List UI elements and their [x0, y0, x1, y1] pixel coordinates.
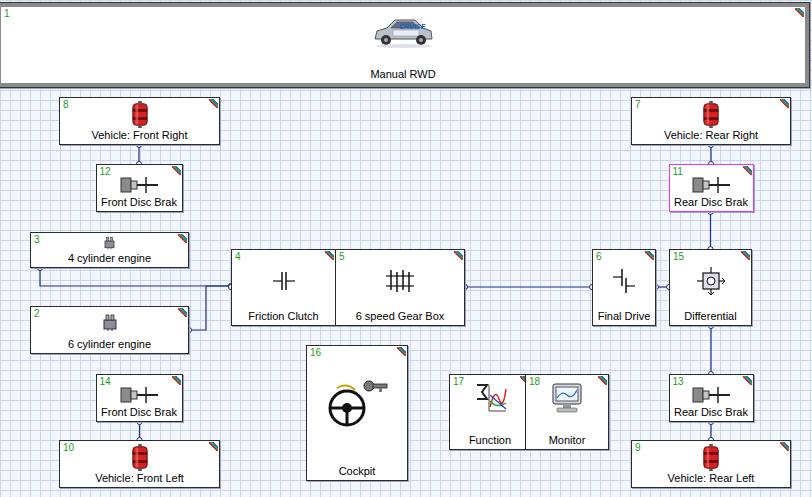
component-label: Differential	[670, 310, 751, 325]
callout-number: 9	[632, 441, 644, 453]
callout-number: 15	[670, 250, 687, 262]
model-frame: 1Manual RWD	[0, 2, 810, 88]
component-box: 4Friction Clutch	[231, 249, 336, 326]
callout-number: 7	[632, 98, 644, 110]
callout-number: 18	[526, 375, 543, 387]
car-icon	[371, 13, 435, 49]
eng-icon	[102, 235, 117, 250]
component-box: 2 6 cylinder engine	[30, 306, 189, 354]
tire-icon	[702, 101, 720, 128]
component-label: Front Disc Brak	[97, 406, 182, 421]
shaft-connector	[40, 268, 231, 286]
component-box: 5 6 speed Gear Box	[335, 249, 465, 326]
callout-number: 2	[31, 307, 43, 319]
component-label: Cockpit	[307, 465, 407, 480]
component-label: 6 cylinder engine	[31, 338, 188, 353]
component-label: Final Drive	[593, 310, 655, 325]
callout-number: 1	[1, 7, 13, 19]
callout-number: 11	[670, 165, 686, 177]
callout-number: 14	[97, 375, 114, 387]
brake-icon	[119, 174, 159, 196]
fd-icon	[610, 266, 638, 296]
component-label: Rear Disc Brak	[670, 406, 753, 421]
tire-icon	[131, 101, 149, 128]
callout-number: 3	[31, 233, 43, 245]
component-box: 11Rear Disc Brak	[669, 164, 754, 212]
component-box: 9Vehicle: Rear Left	[631, 440, 791, 488]
callout-number: 16	[307, 346, 324, 358]
component-label: Vehicle: Rear Right	[632, 129, 790, 144]
brake-icon	[691, 384, 731, 406]
callout-number: 6	[593, 250, 605, 262]
tire-icon	[702, 444, 720, 471]
component-label: Manual RWD	[1, 68, 805, 83]
cockpit-icon	[325, 372, 389, 436]
component-label: Vehicle: Front Right	[60, 129, 219, 144]
component-box: 6Final Drive	[592, 249, 656, 326]
mon-icon	[550, 381, 584, 415]
component-label: 6 speed Gear Box	[336, 310, 464, 325]
component-box: 18Monitor	[525, 374, 609, 450]
component-box: 12Front Disc Brak	[96, 164, 183, 212]
component-box: 15Differential	[669, 249, 752, 326]
tire-icon	[131, 444, 149, 471]
eng-icon	[100, 312, 120, 332]
component-label: Friction Clutch	[232, 310, 335, 325]
shaft-connector	[465, 286, 592, 287]
component-label: 4 cylinder engine	[31, 252, 188, 267]
brake-icon	[691, 174, 731, 196]
callout-number: 13	[670, 375, 687, 387]
component-box: 17Function	[449, 374, 531, 450]
gear-icon	[384, 266, 416, 296]
diff-icon	[696, 266, 726, 296]
func-icon	[473, 381, 507, 415]
shaft-connector	[189, 286, 231, 330]
component-label: Monitor	[526, 434, 608, 449]
component-box: 8Vehicle: Front Right	[59, 97, 220, 145]
logo-text: CRUISE	[399, 23, 425, 31]
callout-number: 12	[97, 165, 114, 177]
component-box: 10Vehicle: Front Left	[59, 440, 220, 488]
shaft-connector	[710, 326, 711, 374]
component-box: 14Front Disc Brak	[96, 374, 183, 422]
component-box: 7Vehicle: Rear Right	[631, 97, 791, 145]
brake-icon	[119, 384, 159, 406]
callout-number: 10	[60, 441, 77, 453]
clutch-icon	[269, 266, 299, 296]
callout-number: 4	[232, 250, 244, 262]
component-label: Vehicle: Front Left	[60, 472, 219, 487]
component-box: 16Cockpit	[306, 345, 408, 481]
shaft-connector	[710, 212, 711, 249]
component-box: 13Rear Disc Brak	[669, 374, 754, 422]
component-label: Vehicle: Rear Left	[632, 472, 790, 487]
callout-number: 8	[60, 98, 72, 110]
callout-number: 5	[336, 250, 348, 262]
component-box: 3 4 cylinder engine	[30, 232, 189, 268]
component-label: Function	[450, 434, 530, 449]
callout-number: 17	[450, 375, 467, 387]
component-label: Front Disc Brak	[97, 196, 182, 211]
component-label: Rear Disc Brak	[670, 196, 753, 211]
